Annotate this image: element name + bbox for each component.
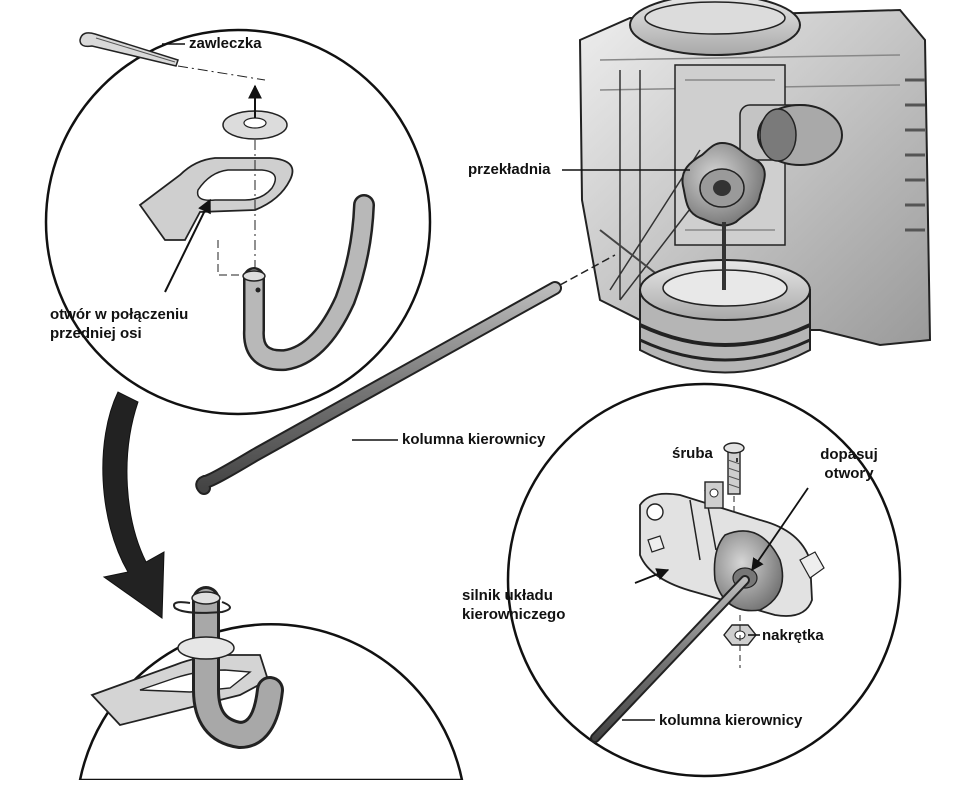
vehicle-underside	[578, 0, 932, 374]
detail-circle-axle	[44, 28, 432, 416]
detail-circle-assembled	[78, 586, 464, 782]
label-steering-motor-line1: silnik układu	[462, 587, 553, 604]
label-align-holes-line1: dopasuj	[820, 446, 878, 463]
screw-part	[723, 442, 745, 495]
leader-lines	[162, 43, 760, 721]
label-screw: śruba	[672, 445, 713, 462]
bottom-wheel	[639, 259, 811, 374]
label-axle-hole-line1: otwór w połączeniu	[50, 306, 189, 323]
label-align-holes-line2: otwory	[824, 465, 874, 482]
cotter-pin-part	[79, 32, 179, 67]
axle-hook	[242, 194, 375, 372]
body-ribs	[905, 78, 925, 232]
axle-bracket	[138, 157, 294, 241]
process-arrow-icon	[102, 391, 165, 619]
label-axle-hole-line2: przedniej osi	[50, 325, 142, 342]
label-steering-column-main: kolumna kierownicy	[402, 431, 546, 448]
label-steering-column-detail: kolumna kierownicy	[659, 712, 803, 729]
label-gearbox: przekładnia	[468, 161, 551, 178]
steering-column-main	[195, 254, 616, 495]
label-cotter-pin: zawleczka	[189, 35, 262, 52]
detail-circle-motor	[506, 382, 902, 778]
label-nut: nakrętka	[762, 627, 824, 644]
gearbox-knob	[681, 141, 766, 227]
label-steering-motor-line2: kierowniczego	[462, 606, 566, 623]
